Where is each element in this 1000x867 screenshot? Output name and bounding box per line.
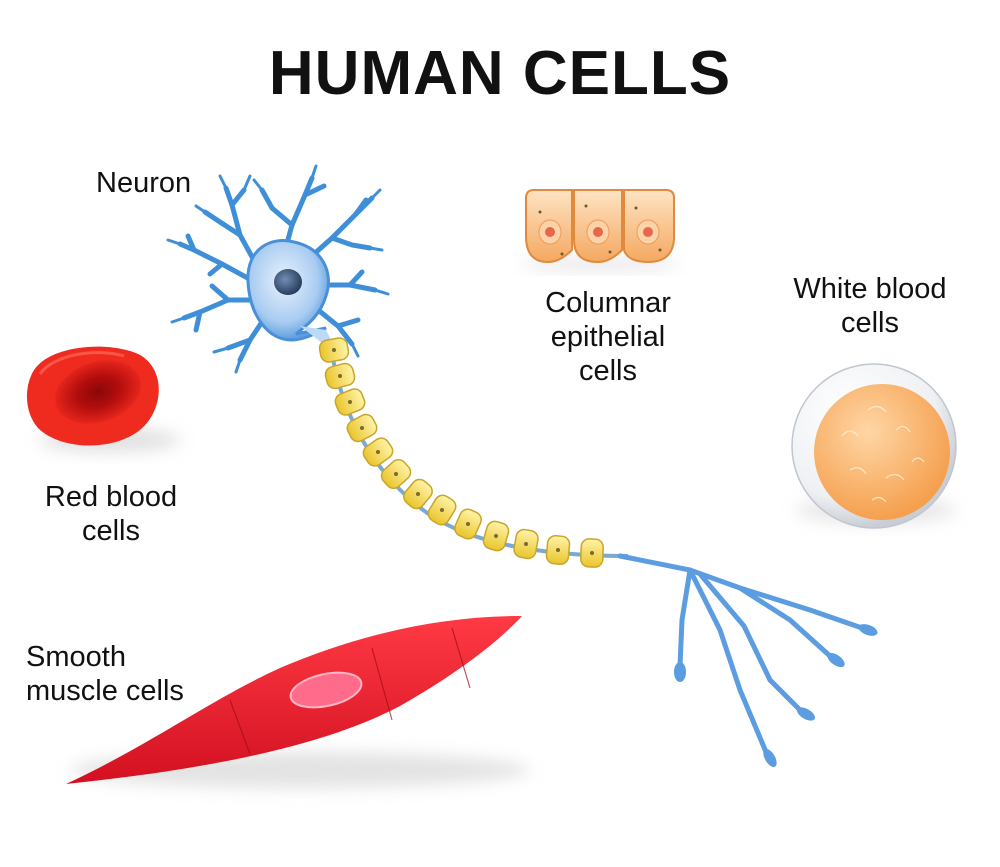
red-blood-cell-icon xyxy=(26,346,180,452)
neuron-label-text: Neuron xyxy=(96,167,192,199)
red-blood-cells-label: Red blood cells xyxy=(26,480,196,548)
white-blood-cell-icon xyxy=(791,363,957,529)
neuron-axon-icon xyxy=(318,337,878,768)
smooth-muscle-cells-label: Smooth muscle cells xyxy=(26,640,184,708)
neuron-label: Neuron xyxy=(96,166,191,200)
red-label-line1: Red blood xyxy=(44,481,178,513)
columnar-label-line2: epithelial xyxy=(550,321,666,353)
columnar-epithelial-label: Columnar epithelial cells xyxy=(518,286,698,388)
smooth-label-line1: Smooth xyxy=(26,641,126,673)
columnar-label-line3: cells xyxy=(578,355,637,387)
smooth-label-line2: muscle cells xyxy=(26,675,184,707)
columnar-label-line1: Columnar xyxy=(545,287,671,319)
smooth-muscle-cell-icon xyxy=(66,616,530,788)
neuron-cell-icon xyxy=(166,164,390,374)
red-label-line2: cells xyxy=(81,515,140,547)
white-label-line2: cells xyxy=(840,307,899,339)
columnar-epithelial-cells-icon xyxy=(520,189,680,270)
white-label-line1: White blood xyxy=(793,273,947,305)
page-title: HUMAN CELLS xyxy=(268,39,732,108)
white-blood-cells-label: White blood cells xyxy=(770,272,970,340)
